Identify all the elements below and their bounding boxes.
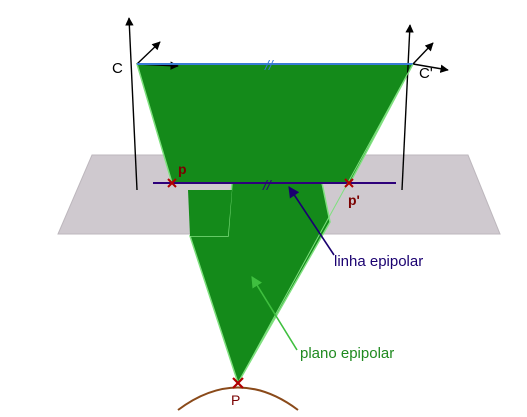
label-epipolar-line: linha epipolar bbox=[334, 253, 423, 270]
epipolar-line-pointer-arrow bbox=[288, 186, 335, 256]
label-point-p: p bbox=[178, 161, 187, 177]
object-surface-curve bbox=[177, 386, 299, 411]
label-camera-c: C bbox=[112, 60, 123, 77]
image-plane-overlap-left bbox=[188, 190, 232, 236]
point-world-marker bbox=[232, 377, 244, 389]
ray-right bbox=[237, 63, 414, 384]
parallel-mark-baseline: // bbox=[264, 57, 275, 73]
label-epipolar-plane: plano epipolar bbox=[300, 345, 394, 362]
epipolar-plane-pointer-arrow bbox=[251, 276, 298, 351]
label-camera-c-prime: C' bbox=[419, 65, 433, 82]
point-p-prime-marker bbox=[344, 178, 354, 188]
label-point-p-prime: p' bbox=[348, 192, 360, 208]
point-p-marker bbox=[167, 178, 177, 188]
label-world-point: P bbox=[231, 392, 240, 408]
camera-c-prime-axes bbox=[401, 24, 449, 191]
parallel-mark-image-line: // bbox=[262, 177, 273, 193]
